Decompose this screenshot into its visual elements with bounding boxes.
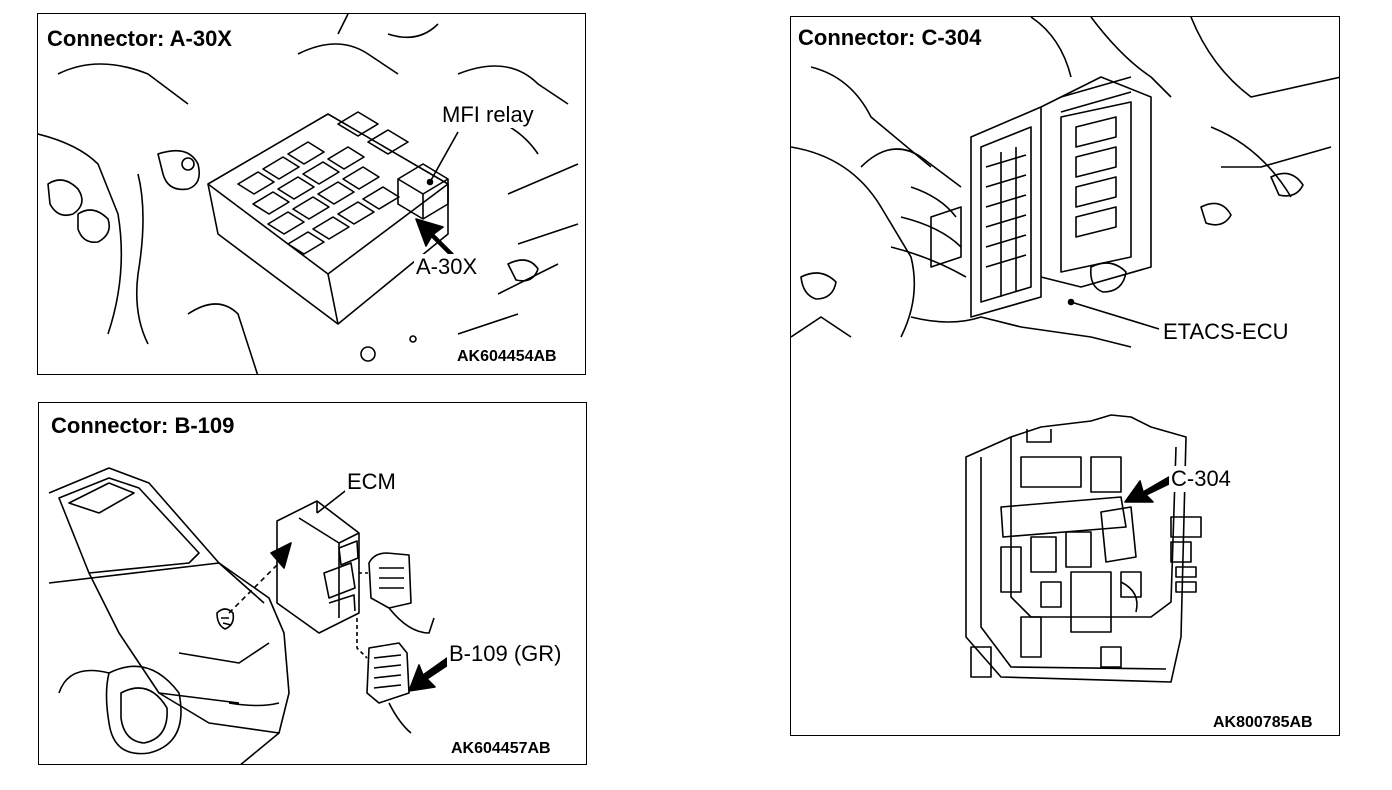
panel-title: Connector: A-30X: [47, 26, 232, 51]
connector-a30x-label: A-30X: [414, 254, 480, 280]
panel-title: Connector: C-304: [798, 25, 982, 50]
vehicle-ecm-illustration: [48, 467, 452, 764]
etacs-ecu-illustration: [791, 17, 1339, 683]
panel-connector-b109: Connector: B-109 ECM B-109 (GR) AK604457…: [38, 402, 587, 765]
ecm-label: ECM: [345, 469, 398, 495]
panel-title: Connector: B-109: [51, 413, 235, 438]
connector-c304-label: C-304: [1169, 466, 1233, 492]
etacs-ecu-label: ETACS-ECU: [1161, 319, 1291, 345]
panel-connector-c304: Connector: C-304 ETACS-ECU C-304 AK80078…: [790, 16, 1340, 736]
figure-code: AK800785AB: [1213, 714, 1313, 731]
figure-code: AK604454AB: [457, 348, 557, 365]
mfi-relay-label: MFI relay: [440, 102, 536, 128]
panel-connector-a30x: Connector: A-30X MFI relay A-30X AK60445…: [37, 13, 586, 375]
figure-code: AK604457AB: [451, 740, 551, 757]
engine-bay-relay-box-illustration: [38, 14, 579, 374]
connector-b109-label: B-109 (GR): [447, 641, 564, 667]
